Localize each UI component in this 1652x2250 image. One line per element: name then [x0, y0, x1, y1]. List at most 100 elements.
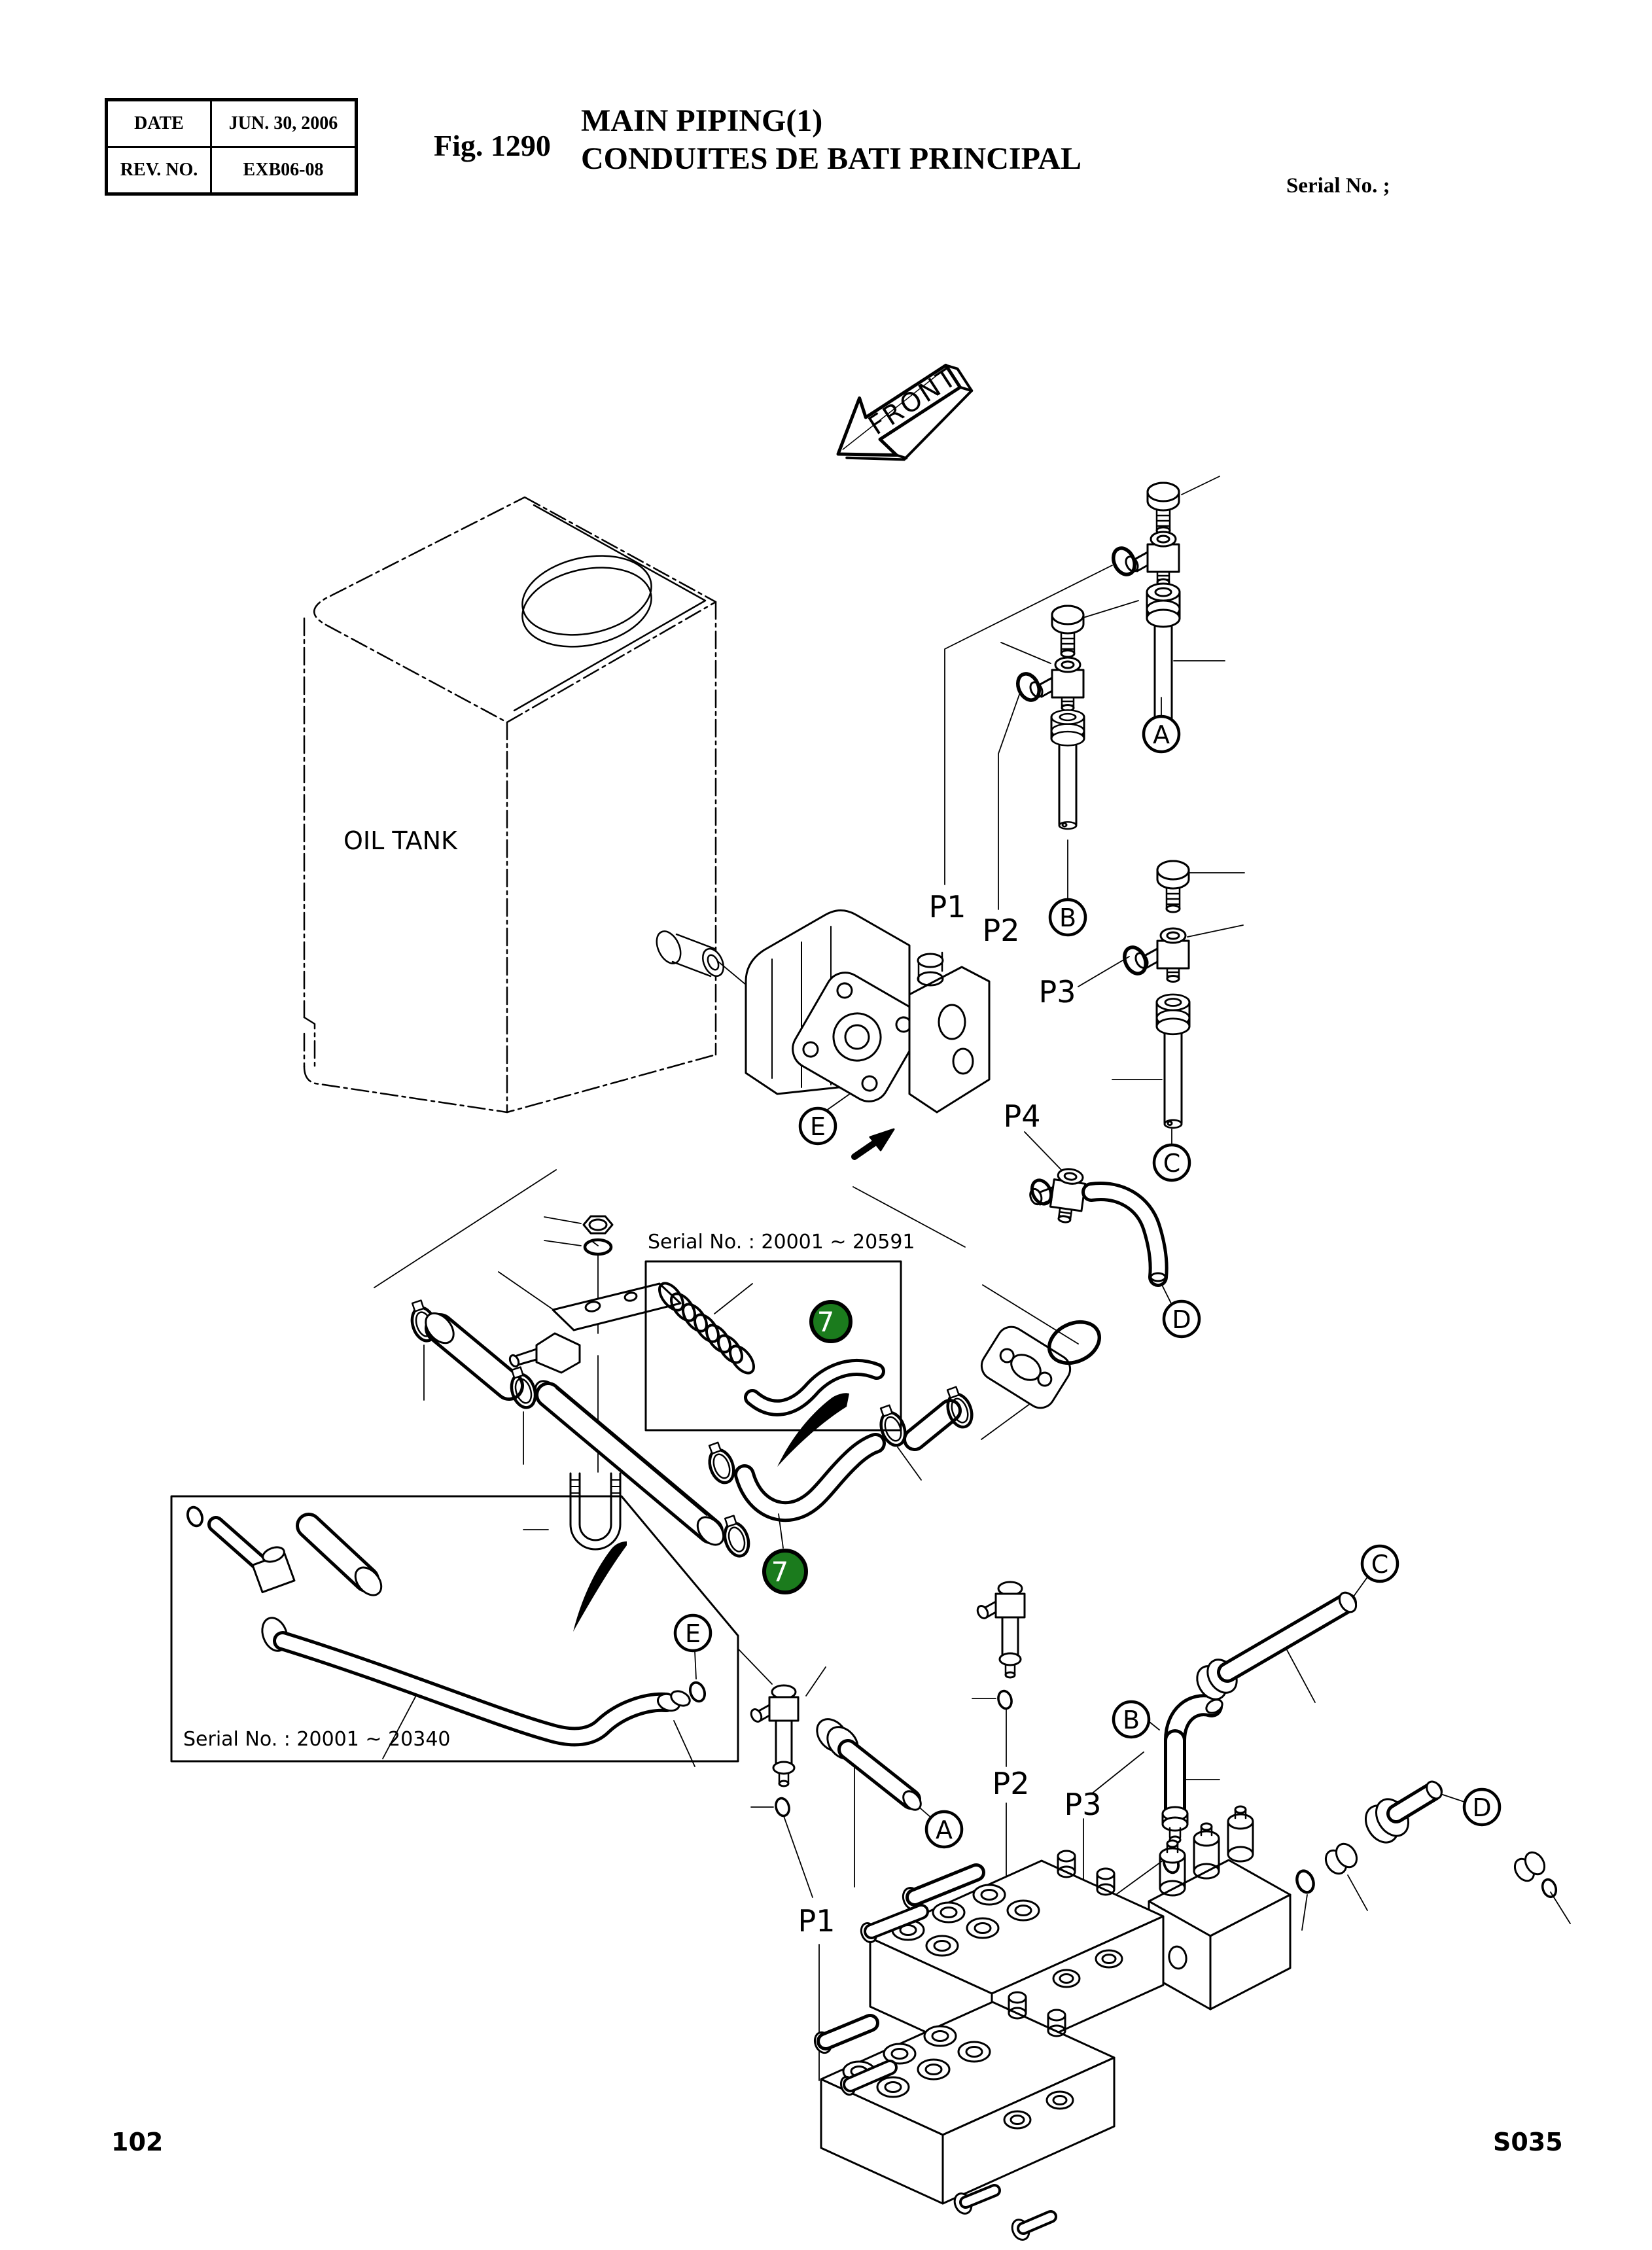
- bottom-small-fittings: [953, 2184, 1057, 2241]
- svg-text:D: D: [1472, 1793, 1491, 1822]
- pump-flange: [980, 1284, 1102, 1440]
- callout-e-lower: E: [673, 1613, 712, 1653]
- svg-text:E: E: [685, 1619, 701, 1648]
- port-label-p3: P3: [1038, 974, 1076, 1010]
- callout-e-upper: E: [798, 1106, 837, 1146]
- rev-label: REV. NO.: [105, 146, 212, 195]
- date-label: DATE: [105, 99, 212, 148]
- footer-doc-code: S035: [1493, 2128, 1563, 2156]
- valve-bank-upper: [860, 1850, 1165, 2064]
- suction-tube: [534, 1380, 725, 1546]
- inset-lower-serial-label: Serial No. : 20001 ~ 20340: [183, 1728, 451, 1751]
- pilot-manifold: [1148, 1780, 1560, 2011]
- swoosh-arrow-left: [573, 1541, 627, 1632]
- inset-long-hose: [261, 1617, 680, 1747]
- callout-d-lower: D: [1462, 1787, 1502, 1827]
- suction-tube-cluster: [374, 1169, 966, 1559]
- o-ring-icon: [184, 1503, 206, 1530]
- pipe-a: [1146, 582, 1181, 729]
- port-label-p2: P2: [982, 913, 1019, 948]
- coiled-hose: [658, 1282, 755, 1375]
- far-right-fitting: [1513, 1851, 1560, 1900]
- footer-page-number: 102: [111, 2128, 164, 2156]
- hose-clamp-icon: [719, 1514, 752, 1559]
- bracket-plate: [552, 1282, 682, 1331]
- fitting-group-c: [1121, 860, 1191, 1129]
- svg-text:B: B: [1059, 904, 1076, 932]
- badge-hose-label: 7: [771, 1556, 789, 1588]
- callout-b-upper: B: [1048, 898, 1087, 937]
- valve-port-label-p3: P3: [1064, 1787, 1101, 1822]
- valve-elbow-p2: [976, 1581, 1026, 1712]
- valve-port-label-p1: P1: [798, 1903, 835, 1939]
- fitting-group-d: [1023, 1163, 1169, 1287]
- inset-box-lower: Serial No. : 20001 ~ 20340: [170, 1495, 739, 1767]
- fitting-group-a: [1110, 482, 1181, 729]
- o-ring-icon: [995, 1688, 1015, 1712]
- front-label: FRONT: [864, 362, 963, 441]
- callout-b-lower: B: [1112, 1700, 1151, 1739]
- solenoid-cylinder-icon: [1227, 1805, 1254, 1863]
- callout-d-upper: D: [1162, 1299, 1201, 1339]
- inset-upper-serial-label: Serial No. : 20001 ~ 20591: [648, 1231, 915, 1254]
- o-ring-icon: [1294, 1869, 1316, 1895]
- inset-elbow: [251, 1546, 296, 1594]
- badge-hose: 7: [762, 1549, 808, 1594]
- hose-clamp-icon: [703, 1440, 738, 1486]
- serial-note: Serial No. ;: [1286, 174, 1390, 198]
- valve-pipe-a: [816, 1718, 922, 1811]
- inset-nipple-fitting: [670, 1679, 709, 1707]
- port-label-p4: P4: [1003, 1099, 1040, 1134]
- oil-tank: OIL TANK: [303, 496, 724, 1114]
- date-value: JUN. 30, 2006: [210, 99, 357, 148]
- pump-assembly: [745, 909, 991, 1160]
- port-label-p1: P1: [928, 889, 966, 924]
- callout-a-lower: A: [924, 1810, 964, 1849]
- u-bolt-icon: [569, 1472, 622, 1551]
- lock-washer-icon: [583, 1238, 613, 1256]
- pipe-c: [1155, 993, 1191, 1129]
- callout-c-upper: C: [1152, 1143, 1191, 1182]
- valve-port-label-p2: P2: [992, 1766, 1029, 1801]
- callout-c-lower: C: [1360, 1544, 1399, 1583]
- front-arrow: FRONT: [836, 362, 974, 461]
- revision-table: DATE JUN. 30, 2006 REV. NO. EXB06-08: [105, 98, 358, 196]
- o-ring-icon: [1047, 1320, 1102, 1365]
- badge-upper-label: 7: [817, 1306, 835, 1338]
- bolt-icon: [1146, 482, 1180, 535]
- main-hose: 7: [703, 1384, 976, 1594]
- fitting-group-b: [1014, 605, 1085, 830]
- tank-outlet-stub: [656, 930, 724, 977]
- callout-a-upper: A: [1142, 714, 1181, 754]
- title-english: MAIN PIPING(1): [581, 103, 823, 138]
- inset-box-upper: Serial No. : 20001 ~ 20591 7: [644, 1231, 915, 1432]
- bolt-icon: [1156, 860, 1190, 913]
- rev-value: EXB06-08: [210, 146, 357, 195]
- nipple-fitting: [1324, 1842, 1358, 1875]
- leader-lines-lower: [737, 1577, 1571, 2081]
- figure-number: Fig. 1290: [434, 129, 551, 162]
- o-ring-icon: [1539, 1876, 1560, 1900]
- title-french: CONDUITES DE BATI PRINCIPAL: [581, 141, 1081, 176]
- page-title: MAIN PIPING(1) CONDUITES DE BATI PRINCIP…: [581, 102, 1081, 178]
- svg-text:D: D: [1172, 1305, 1191, 1334]
- valve-elbow-p1: [750, 1684, 800, 1819]
- oil-tank-label: OIL TANK: [343, 826, 458, 855]
- svg-text:E: E: [810, 1112, 826, 1141]
- o-ring-icon: [1110, 545, 1139, 578]
- badge-upper: 7: [809, 1300, 852, 1343]
- valve-elbow-b: [1160, 1694, 1223, 1876]
- svg-text:A: A: [936, 1816, 953, 1844]
- o-ring-icon: [773, 1795, 792, 1819]
- leader-lines-upper: [718, 476, 1245, 1304]
- svg-text:B: B: [1123, 1706, 1140, 1734]
- bolt-icon: [1051, 605, 1085, 658]
- svg-text:A: A: [1153, 720, 1170, 749]
- svg-text:C: C: [1371, 1550, 1389, 1579]
- valve-pipe-c: [1196, 1591, 1358, 1700]
- valve-bank-lower: [813, 1991, 1116, 2241]
- inset-hose: [744, 1359, 885, 1416]
- swoosh-arrow-right: [777, 1393, 849, 1467]
